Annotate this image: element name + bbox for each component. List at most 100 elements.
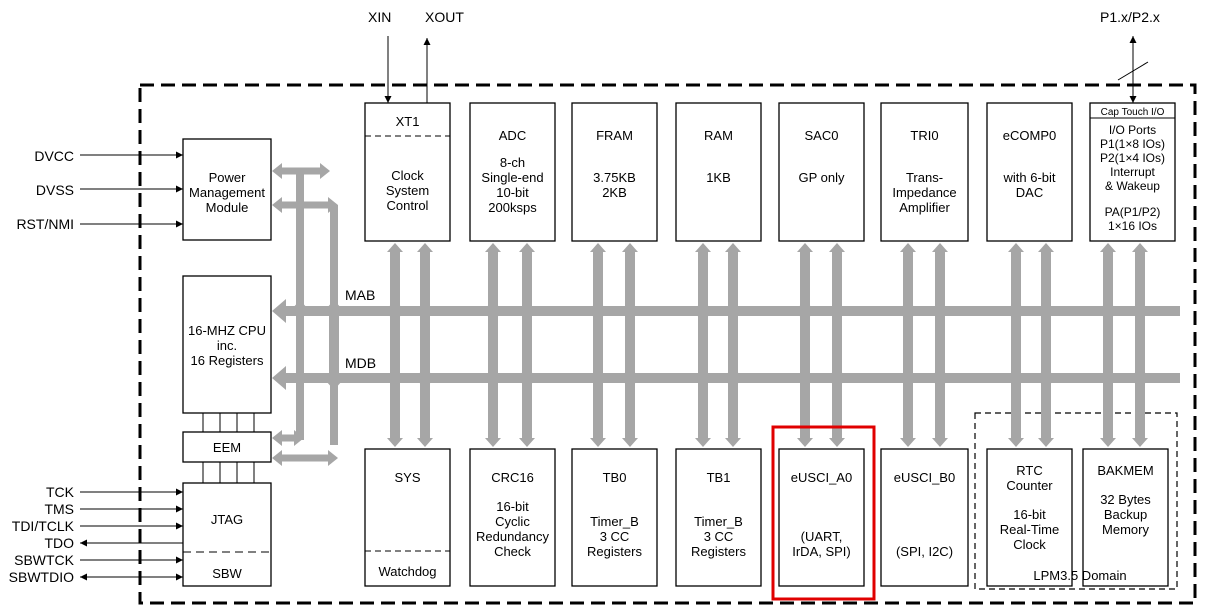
bottom-block-mab-arrow-4 [797,300,813,447]
tck-label: TCK [46,484,74,500]
top-block-mab-arrow-6 [1008,243,1024,322]
top-block-mdb-arrow-5 [932,243,948,389]
tb1-block [675,448,762,587]
device-boundary [138,83,1197,605]
top-block-mdb-arrow-1 [519,243,535,389]
ecomp0-block [986,102,1073,242]
top-block-mab-arrow-3 [695,243,711,322]
top-block-mdb-arrow-0 [417,243,433,389]
dvcc-label: DVCC [34,148,74,164]
euscib0-block [880,448,969,587]
adc-block [469,102,556,242]
bottom-block-mdb-arrow-0 [417,367,433,447]
cpu-mdb-link [326,300,342,390]
bottom-block-mab-arrow-2 [590,300,606,447]
eem-block [182,431,272,463]
euscia0-text: eUSCI_A0(UART,IrDA, SPI) [790,470,853,559]
top-block-mab-arrow-5 [900,243,916,322]
euscia0-block [778,448,865,587]
sbw-text: SBW [212,566,242,581]
top-block-mdb-arrow-3 [725,243,741,389]
xin-label: XIN [368,9,392,25]
xt1-label: XT1 [395,114,420,129]
euscia0-highlight [771,425,876,601]
fram-block [571,102,658,242]
jtag-text: JTAG [210,512,244,527]
cap-touch-io-label: Cap Touch I/O [1100,107,1165,118]
tdi-tclk-label: TDI/TCLK [11,518,74,534]
mab-label: MAB [345,287,376,303]
bottom-block-mab-arrow-0 [387,300,403,447]
sys-block [364,448,451,587]
tb0-block [571,448,658,587]
bottom-block-mdb-arrow-6 [1038,367,1054,447]
eem-text: EEM [212,440,242,455]
top-block-mdb-arrow-2 [622,243,638,389]
ram-block [675,102,762,242]
mdb-label: MDB [345,355,377,371]
tms-label: TMS [44,501,74,517]
bottom-block-mab-arrow-3 [695,300,711,447]
clock-system-block [364,102,451,242]
top-block-mab-arrow-2 [590,243,606,322]
euscib0-text: eUSCI_B0(SPI, I2C) [893,470,956,559]
ports-label: P1.x/P2.x [1100,9,1160,25]
cpu-mab-link [292,300,308,320]
top-block-mab-arrow-7 [1100,243,1116,322]
bottom-block-mab-arrow-5 [900,300,916,447]
tdo-label: TDO [44,535,74,551]
pmm-to-bus-arrow-1 [272,163,330,179]
bottom-block-mdb-arrow-3 [725,367,741,447]
bottom-block-mab-arrow-6 [1008,300,1024,447]
jtag-block [182,482,272,587]
dvss-label: DVSS [35,182,74,198]
mdb-bus [272,366,1180,390]
sbwtdio-label: SBWTDIO [8,569,74,585]
sbwtck-label: SBWTCK [14,552,74,568]
bakmem-block [1082,448,1169,587]
cpu-block [182,275,272,414]
eem-to-bus-arrow [272,430,304,446]
bottom-block-mab-arrow-1 [485,300,501,447]
rtc-block [986,448,1073,587]
top-block-mdb-arrow-7 [1132,243,1148,389]
rst-nmi-label: RST/NMI [16,216,74,232]
bottom-block-mdb-arrow-2 [622,367,638,447]
top-block-mdb-arrow-6 [1038,243,1054,389]
bottom-block-mdb-arrow-7 [1132,367,1148,447]
pmm-to-bus-arrow-2 [272,197,338,213]
bottom-block-mdb-arrow-5 [932,367,948,447]
crc16-block [469,448,556,587]
top-block-mdb-arrow-4 [829,243,845,389]
top-block-mab-arrow-1 [485,243,501,322]
tri0-block [880,102,969,242]
sys-text: SYS [394,470,421,485]
ports-bus-slash [1117,61,1149,81]
jtag-to-bus-arrow [272,450,338,466]
watchdog-text: Watchdog [378,564,437,579]
bottom-block-mdb-arrow-1 [519,367,535,447]
top-block-mab-arrow-0 [387,243,403,322]
io-ports-block [1089,102,1176,242]
lpm35-domain-boundary [974,412,1178,590]
top-block-mab-arrow-4 [797,243,813,322]
bottom-block-mab-arrow-7 [1100,300,1116,447]
xout-label: XOUT [425,9,464,25]
lpm35-domain-label: LPM3.5 Domain [1033,568,1127,583]
